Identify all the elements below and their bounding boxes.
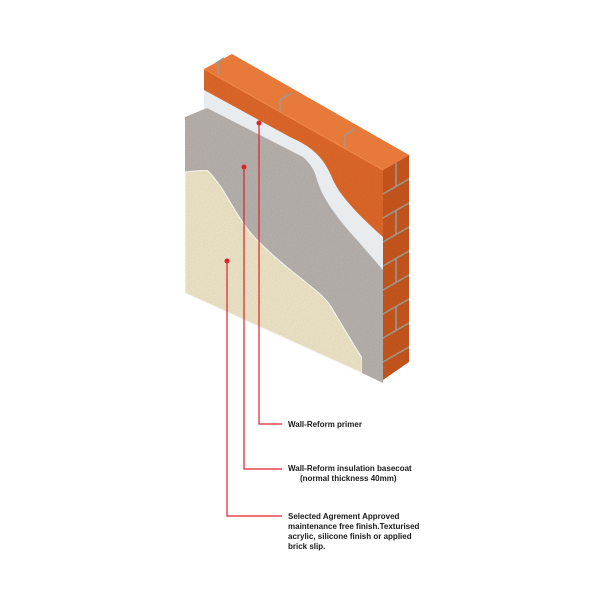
brick-mortar-lines (215, 57, 410, 363)
label-line: Wall-Reform insulation basecoat (288, 464, 412, 473)
label-line: (normal thickness 40mm) (300, 474, 397, 483)
callout-label-finish: Selected Agrement Approved maintenance f… (288, 512, 419, 552)
label-line: Selected Agrement Approved (288, 512, 400, 521)
finish-layer (184, 169, 363, 374)
label-line: maintenance free finish.Texturised (288, 522, 420, 531)
label-line: Wall-Reform primer (288, 420, 362, 429)
callout-line-finish (226, 261, 282, 517)
callout-label-basecoat: Wall-Reform insulation basecoat (normal … (288, 464, 412, 484)
callout-lines (226, 123, 282, 517)
callout-dot-finish (224, 258, 230, 264)
label-line: brick slip. (288, 542, 326, 551)
callout-line-primer (258, 123, 282, 425)
label-line: acrylic, silicone finish or applied (288, 532, 412, 541)
callout-dot-primer (256, 120, 262, 126)
callout-label-primer: Wall-Reform primer (288, 420, 362, 430)
callout-dot-basecoat (241, 164, 247, 170)
callout-line-basecoat (243, 167, 282, 470)
brick-top-face (204, 54, 409, 170)
